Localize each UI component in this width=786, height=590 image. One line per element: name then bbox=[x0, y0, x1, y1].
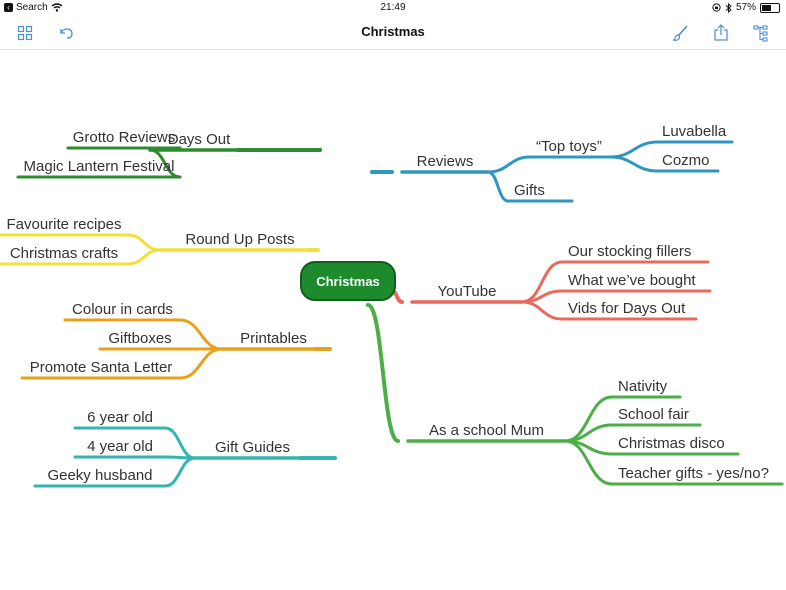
branch-label[interactable]: Printables bbox=[240, 330, 307, 347]
root-node-bubble[interactable] bbox=[300, 261, 396, 301]
child-node-label[interactable]: Colour in cards bbox=[72, 301, 173, 318]
child-node-label[interactable]: Magic Lantern Festival bbox=[24, 158, 175, 175]
grandchild-node-label[interactable]: Cozmo bbox=[662, 152, 710, 169]
grid-button[interactable] bbox=[14, 22, 36, 44]
status-right: 57% bbox=[712, 2, 780, 13]
orientation-lock-icon bbox=[712, 3, 721, 12]
child-node-label[interactable]: “Top toys” bbox=[536, 138, 602, 155]
page-title: Christmas bbox=[361, 24, 425, 39]
status-bar: ‹ Search 21:49 57% bbox=[0, 0, 786, 16]
branch-label[interactable]: As a school Mum bbox=[429, 422, 544, 439]
branch-connector bbox=[366, 303, 400, 443]
child-node-label[interactable]: Nativity bbox=[618, 378, 668, 395]
branch-connector bbox=[608, 155, 660, 173]
branch-connector bbox=[126, 248, 162, 266]
child-node-label[interactable]: Grotto Reviews bbox=[73, 129, 176, 146]
branch-connector bbox=[608, 140, 660, 159]
child-node-label[interactable]: Christmas crafts bbox=[10, 245, 118, 262]
branch-connector bbox=[563, 439, 614, 486]
status-time: 21:49 bbox=[380, 2, 406, 13]
wifi-icon bbox=[51, 3, 63, 12]
status-left[interactable]: ‹ Search bbox=[4, 2, 63, 13]
child-node-label[interactable]: Favourite recipes bbox=[6, 216, 121, 233]
branch-label[interactable]: Days Out bbox=[168, 131, 231, 148]
child-node-label[interactable]: 6 year old bbox=[87, 409, 153, 426]
brush-icon bbox=[672, 25, 688, 41]
root-node[interactable]: Christmas bbox=[300, 261, 396, 301]
bluetooth-icon bbox=[725, 2, 732, 13]
back-arrow-icon[interactable]: ‹ bbox=[4, 3, 13, 12]
undo-button[interactable] bbox=[55, 22, 77, 44]
child-node-label[interactable]: Our stocking fillers bbox=[568, 243, 691, 260]
child-node-label[interactable]: Giftboxes bbox=[108, 330, 171, 347]
battery-percent: 57% bbox=[735, 2, 756, 13]
branch-connector bbox=[126, 233, 162, 252]
undo-icon bbox=[60, 28, 73, 39]
outline-icon bbox=[753, 25, 768, 42]
branch-round-up-posts: Round Up Posts Favourite recipesChristmas… bbox=[0, 216, 320, 266]
style-button[interactable] bbox=[670, 22, 692, 44]
child-node-label[interactable]: 4 year old bbox=[87, 438, 153, 455]
branch-connector bbox=[178, 318, 224, 351]
child-node-label[interactable]: Geeky husband bbox=[47, 467, 152, 484]
battery-fill bbox=[762, 4, 772, 11]
branch-connector bbox=[520, 300, 564, 321]
share-button[interactable] bbox=[710, 22, 732, 44]
grandchild-node-label[interactable]: Luvabella bbox=[662, 123, 727, 140]
branch-connector bbox=[178, 347, 224, 380]
outline-button[interactable] bbox=[750, 22, 772, 44]
child-node-label[interactable]: Gifts bbox=[514, 182, 545, 199]
toolbar: Christmas bbox=[0, 16, 786, 50]
child-node-label[interactable]: Vids for Days Out bbox=[568, 300, 686, 317]
battery-icon bbox=[760, 2, 780, 13]
child-node-label[interactable]: Christmas disco bbox=[618, 435, 725, 452]
branch-label[interactable]: Gift Guides bbox=[215, 439, 290, 456]
child-node-label[interactable]: Teacher gifts - yes/no? bbox=[618, 465, 769, 482]
child-node-label[interactable]: School fair bbox=[618, 406, 689, 423]
grid-icon bbox=[17, 25, 33, 41]
back-to-app-label[interactable]: Search bbox=[16, 2, 48, 13]
branch-connector bbox=[163, 456, 197, 488]
branch-printables: Printables Colour in cardsGiftboxesPromot… bbox=[20, 301, 332, 380]
child-node-label[interactable]: What we’ve bought bbox=[568, 272, 696, 289]
branch-connector bbox=[520, 289, 564, 304]
branch-connector bbox=[486, 170, 510, 203]
branch-connector bbox=[163, 426, 197, 460]
branch-label[interactable]: YouTube bbox=[438, 283, 497, 300]
child-node-label[interactable]: Promote Santa Letter bbox=[30, 359, 173, 376]
share-icon bbox=[714, 24, 728, 41]
branch-label[interactable]: Reviews bbox=[417, 153, 474, 170]
branch-connector bbox=[486, 155, 532, 174]
branch-label[interactable]: Round Up Posts bbox=[185, 231, 294, 248]
root-node-label[interactable]: Christmas bbox=[316, 274, 380, 289]
